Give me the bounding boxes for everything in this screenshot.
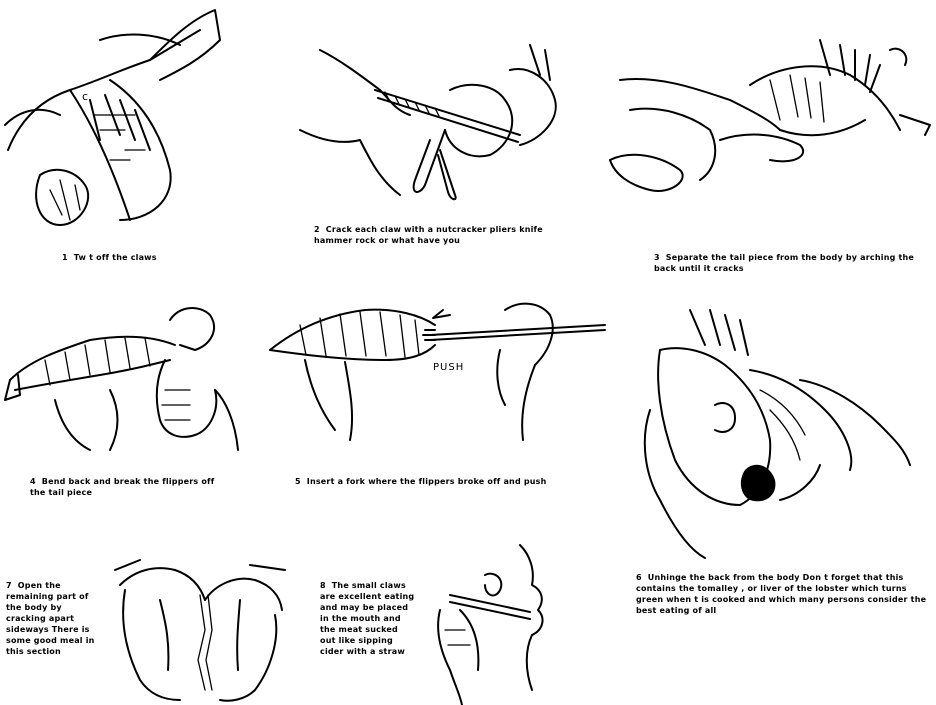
step-4-illustration: 4 Bend back and break the flippers off t…: [0, 290, 260, 500]
step-6-caption: Unhinge the back from the body Don t for…: [636, 573, 926, 615]
step-2-illustration: 2 Crack each claw with a nutcracker plie…: [280, 30, 580, 280]
insert-fork-drawing: [265, 290, 610, 460]
unhinge-back-drawing: [630, 300, 936, 560]
small-claw-drawing: [310, 540, 610, 705]
twist-claw-drawing: c: [0, 0, 240, 240]
separate-tail-drawing: [600, 20, 936, 200]
step-8-illustration: 8 The small claws are excellent eating a…: [310, 540, 610, 705]
step-5-caption: Insert a fork where the flippers broke o…: [307, 477, 547, 486]
step-2-number: 2: [314, 225, 320, 234]
step-5-illustration: PUSH 5 Insert a fork where the flippers …: [265, 290, 610, 500]
step-4-number: 4: [30, 477, 36, 486]
step-1-illustration: c 1 Tw t off the claws: [0, 0, 240, 240]
step-4-caption: Bend back and break the flippers off the…: [30, 477, 214, 497]
step-5-number: 5: [295, 477, 301, 486]
step-3-caption: Separate the tail piece from the body by…: [654, 253, 914, 273]
step-1-caption: Tw t off the claws: [74, 253, 157, 262]
step-1-number: 1: [62, 253, 68, 262]
step-6-number: 6: [636, 573, 642, 582]
step-3-number: 3: [654, 253, 660, 262]
step-3-illustration: 3 Separate the tail piece from the body …: [600, 20, 936, 280]
crack-claw-drawing: [280, 30, 580, 220]
open-body-drawing: [0, 540, 300, 705]
step-6-illustration: 6 Unhinge the back from the body Don t f…: [630, 300, 936, 630]
svg-text:c: c: [82, 90, 88, 103]
bend-flippers-drawing: [0, 290, 260, 460]
step-2-caption: Crack each claw with a nutcracker pliers…: [314, 225, 543, 245]
step-7-illustration: 7 Open the remaining part of the body by…: [0, 540, 300, 705]
push-label: PUSH: [433, 362, 464, 373]
